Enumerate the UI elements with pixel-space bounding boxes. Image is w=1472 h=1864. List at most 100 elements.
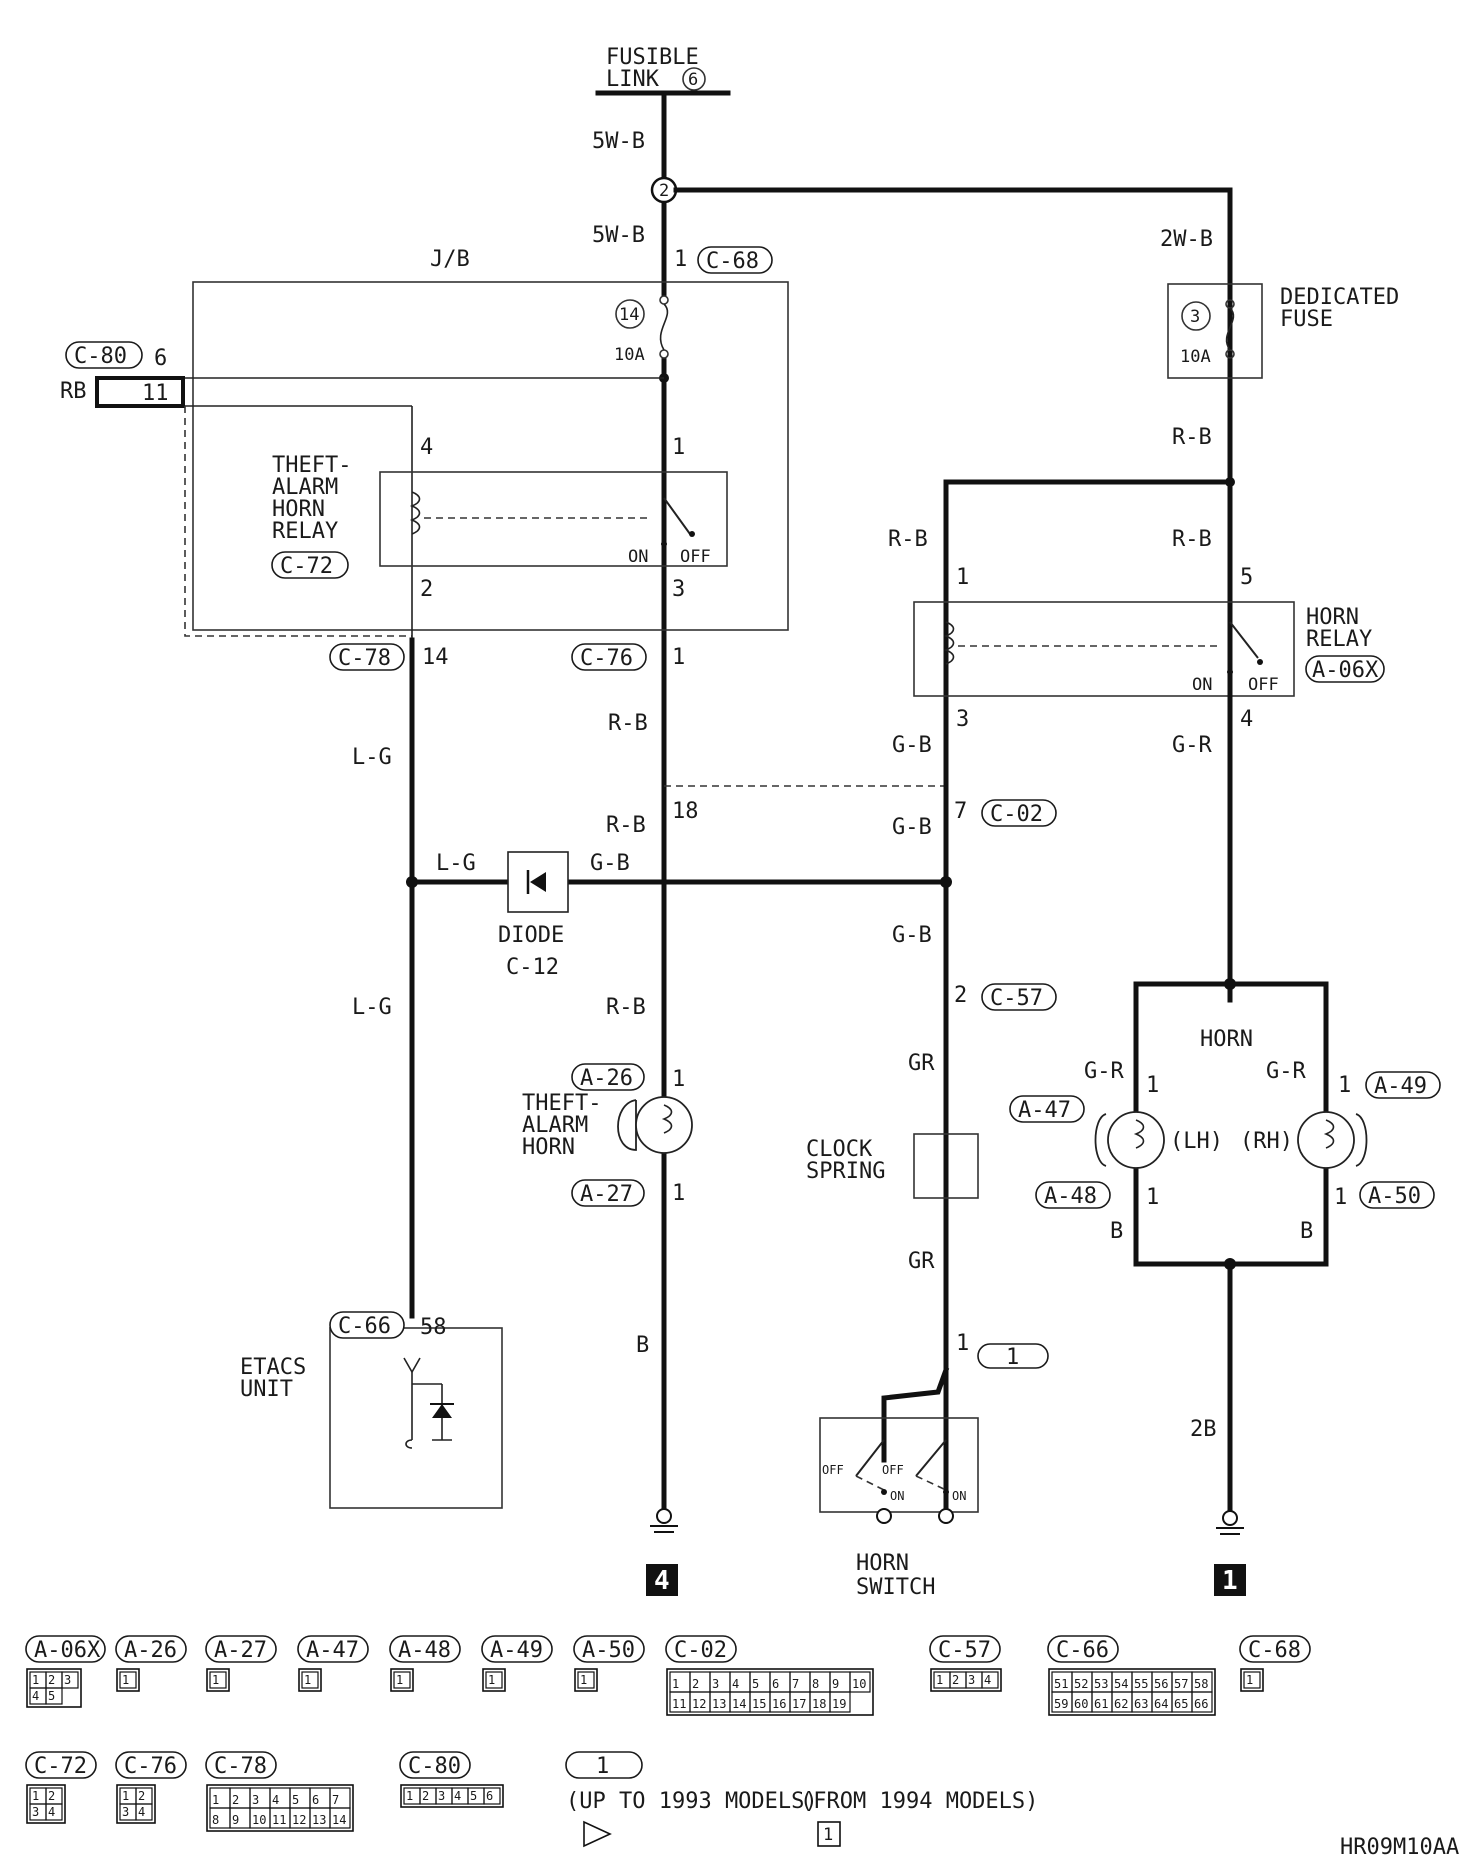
svg-text:A-26: A-26 [580,1066,633,1091]
svg-text:C-78: C-78 [338,646,391,671]
legend-pin: 1 [1246,1673,1253,1687]
legend-connector-label: C-80 [408,1754,461,1779]
svg-text:1: 1 [672,435,685,460]
legend-pin: 6 [486,1789,493,1803]
legend-switch-connector [565,1751,643,1779]
svg-text:3: 3 [1190,307,1200,327]
legend-pin: 16 [772,1697,786,1711]
svg-text:2B: 2B [1190,1417,1217,1442]
svg-text:R-B: R-B [606,995,646,1020]
legend-pin: 4 [454,1789,461,1803]
svg-text:1: 1 [956,565,969,590]
legend-pin: 2 [952,1673,959,1687]
svg-text:A-48: A-48 [1044,1184,1097,1209]
connector-a47 [1009,1095,1085,1123]
legend-connector-label: A-49 [490,1638,543,1663]
fusible-link: FUSIBLE LINK 6 [595,45,731,96]
svg-text:1: 1 [672,1181,685,1206]
connector-c72 [271,551,349,579]
svg-text:SWITCH: SWITCH [856,1575,935,1600]
legend-pin: 5 [292,1793,299,1807]
legend-pin: 59 [1054,1697,1068,1711]
svg-text:(UP TO 1993 MODELS): (UP TO 1993 MODELS) [566,1789,818,1814]
pin-label: 1 [674,247,687,272]
svg-text:RELAY: RELAY [272,519,338,544]
legend-pin: 1 [396,1673,403,1687]
fuse-14: 14 10A [614,295,674,365]
svg-text:1: 1 [956,1331,969,1356]
svg-text:C-57: C-57 [990,986,1043,1011]
legend-pin: 52 [1074,1677,1088,1691]
legend-pin: 4 [48,1805,55,1819]
connector-c57 [981,983,1057,1011]
legend-connector-label: C-02 [674,1638,727,1663]
horn-lh [1094,1111,1165,1169]
legend-pin: 6 [312,1793,319,1807]
svg-text:1: 1 [1222,1566,1238,1596]
horn-switch: OFF OFF ON ON [819,1417,979,1524]
svg-text:FUSE: FUSE [1280,307,1333,332]
legend-pin: 12 [292,1813,306,1827]
legend-pin: 63 [1134,1697,1148,1711]
legend-connector-label: A-26 [124,1638,177,1663]
legend-pin: 3 [712,1677,719,1691]
connector-c78 [329,643,405,671]
legend-pin: 53 [1094,1677,1108,1691]
legend-pin: 57 [1174,1677,1188,1691]
etacs-unit [329,1327,503,1509]
legend-pin: 7 [332,1793,339,1807]
svg-text:ON: ON [1192,675,1212,695]
svg-text:B: B [1300,1219,1313,1244]
legend-pin: 17 [792,1697,806,1711]
legend-pin: 10 [252,1813,266,1827]
legend-pin: 1 [122,1673,129,1687]
svg-text:(RH): (RH) [1240,1129,1293,1154]
legend-pin: 4 [732,1677,739,1691]
legend-pin: 5 [752,1677,759,1691]
legend-pin: 4 [138,1805,145,1819]
legend-pin: 14 [332,1813,346,1827]
svg-text:4: 4 [654,1566,670,1596]
svg-text:A-49: A-49 [1374,1074,1427,1099]
svg-text:1: 1 [1338,1073,1351,1098]
connector-label: C-80 [74,344,127,369]
legend-pin: 1 [304,1673,311,1687]
connector-c80 [65,341,143,369]
svg-text:2: 2 [659,181,669,201]
legend-pin: 55 [1134,1677,1148,1691]
legend-pin: 1 [936,1673,943,1687]
svg-text:(FROM 1994 MODELS): (FROM 1994 MODELS) [800,1789,1038,1814]
svg-text:1: 1 [672,645,685,670]
legend-connector-label: C-66 [1056,1638,1109,1663]
svg-text:G-B: G-B [892,815,932,840]
dedicated-fuse: 3 10A [1167,283,1263,379]
connector-c02 [981,799,1057,827]
legend-pin: 3 [64,1673,71,1687]
svg-text:10A: 10A [614,345,645,365]
connector-c66 [329,1311,405,1339]
svg-text:C-66: C-66 [338,1314,391,1339]
legend-pin: 8 [812,1677,819,1691]
svg-text:G-R: G-R [1172,733,1212,758]
connector-c68 [697,246,773,274]
svg-text:18: 18 [672,799,699,824]
connector-a49 [1365,1071,1441,1099]
legend-pin: 11 [272,1813,286,1827]
svg-text:L-G: L-G [352,995,392,1020]
legend-pin: 9 [832,1677,839,1691]
legend-connector-a-49: A-491 [481,1635,553,1692]
horn-relay: ON OFF [913,601,1295,697]
legend-pin: 1 [32,1789,39,1803]
svg-text:R-B: R-B [606,813,646,838]
connector-a50 [1359,1181,1435,1209]
svg-text:THEFT-: THEFT- [522,1091,601,1116]
legend-pin: 13 [312,1813,326,1827]
svg-text:THEFT-: THEFT- [272,453,351,478]
